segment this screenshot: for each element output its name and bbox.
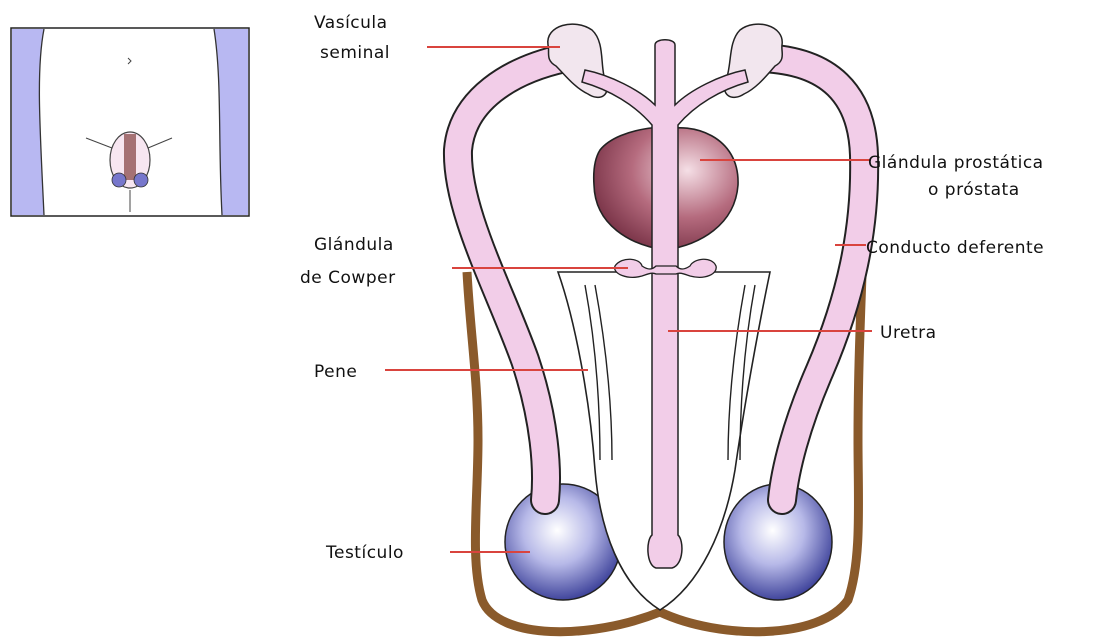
label-prostate-line1: Glándula prostática: [868, 153, 1044, 173]
label-penis: Pene: [314, 362, 357, 382]
label-cowper-line2: de Cowper: [300, 268, 396, 288]
label-prostate: Glándula prostática o próstata: [868, 153, 1050, 200]
label-vas-deferens: Conducto deferente: [866, 238, 1044, 258]
label-seminal-vesicle-line1: Vasícula: [314, 13, 388, 33]
label-urethra: Uretra: [880, 323, 937, 343]
label-testicle: Testículo: [325, 543, 404, 563]
label-seminal-vesicle-line2: seminal: [320, 43, 390, 63]
inset-body-thumbnail: [11, 28, 249, 216]
label-prostate-line2: o próstata: [928, 180, 1020, 200]
label-cowper: Glándula de Cowper: [300, 235, 400, 288]
label-cowper-line1: Glándula: [314, 235, 394, 255]
label-seminal-vesicle: Vasícula seminal: [314, 13, 393, 63]
